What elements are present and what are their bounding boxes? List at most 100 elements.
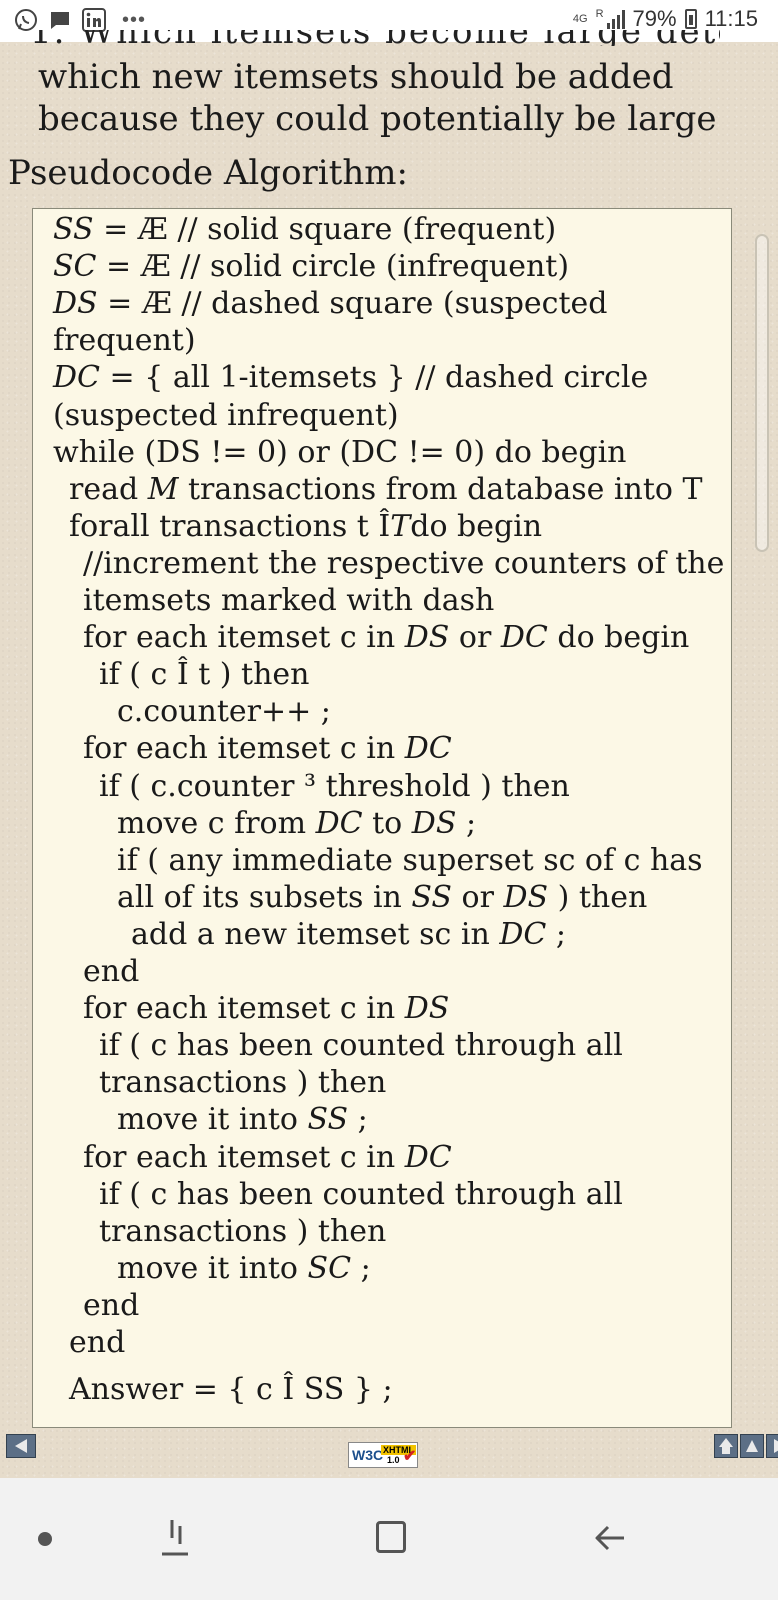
code-token: DS <box>411 805 457 841</box>
code-line: transactions ) then <box>99 1213 386 1250</box>
w3c-logo-text: W3C <box>352 1447 384 1463</box>
code-token: DC <box>500 620 548 656</box>
code-line: DS = Æ // dashed square (suspected <box>53 285 607 322</box>
code-line: move it into SS ; <box>117 1101 368 1138</box>
code-line: read M transactions from database into T <box>69 471 703 508</box>
code-token: end <box>83 1287 140 1323</box>
system-indicators: 4G R 79% 11:15 <box>573 6 758 32</box>
code-token: if ( any immediate superset sc of c has <box>117 842 703 878</box>
code-token: for each itemset c in <box>83 731 405 767</box>
code-token: for each itemset c in <box>83 991 405 1027</box>
xhtml-label: XHTML <box>381 1445 416 1455</box>
code-token: ; <box>456 805 477 841</box>
previous-page-button[interactable] <box>6 1434 36 1458</box>
code-token: = Æ // dashed square (suspected <box>97 286 608 322</box>
linkedin-icon <box>82 8 106 32</box>
dot-icon[interactable] <box>38 1532 52 1546</box>
code-token: SS <box>411 879 452 915</box>
section-heading: Pseudocode Algorithm: <box>8 153 408 193</box>
xhtml-version: 1.0 <box>387 1455 400 1465</box>
code-token: = { all 1-itemsets } // dashed circle <box>100 360 649 396</box>
code-token: while (DS != 0) or (DC != 0) do begin <box>53 434 627 470</box>
code-token: to <box>362 805 412 841</box>
more-notifications-icon: ••• <box>122 8 147 31</box>
battery-icon <box>684 9 697 29</box>
code-token: = Æ // solid square (frequent) <box>93 212 557 247</box>
status-bar: ••• 4G R 79% 11:15 <box>0 0 778 42</box>
code-token: do begin <box>547 620 690 656</box>
code-token: transactions ) then <box>99 1213 387 1249</box>
code-token: DS <box>53 286 98 322</box>
roaming-label: R <box>595 8 604 20</box>
up-button[interactable] <box>740 1434 764 1458</box>
scrollbar[interactable] <box>755 234 769 552</box>
intro-line: because they could potentially be large <box>38 99 717 139</box>
code-token: do begin <box>410 508 543 544</box>
network-label: 4G <box>572 12 588 25</box>
home-button[interactable] <box>714 1434 738 1458</box>
code-token: //increment the respective counters of t… <box>83 545 725 581</box>
clock: 11:15 <box>704 6 758 31</box>
code-token: DS <box>404 620 450 656</box>
code-line: SS = Æ // solid square (frequent) <box>53 211 556 248</box>
system-navigation-bar <box>0 1478 778 1600</box>
cut-off-text: 1. Which itemsets become large determine <box>30 30 720 46</box>
code-line: for each itemset c in DS <box>83 990 449 1027</box>
code-token: DS <box>404 991 450 1027</box>
code-line: (suspected infrequent) <box>53 397 399 434</box>
code-token: for each itemset c in <box>83 620 405 656</box>
w3c-xhtml-badge[interactable]: W3C XHTML 1.0 ✔ <box>348 1442 418 1468</box>
code-token: transactions ) then <box>99 1065 387 1101</box>
code-token: forall transactions t Î <box>69 508 391 544</box>
code-token: Answer = { c Î SS } ; <box>69 1372 393 1408</box>
code-line: end <box>83 953 139 990</box>
code-token: if ( c Î t ) then <box>99 657 310 693</box>
battery-percent: 79% <box>632 6 677 31</box>
code-line: end <box>69 1324 125 1361</box>
code-token: DC <box>499 916 547 952</box>
code-token: itemsets marked with dash <box>83 583 495 618</box>
code-token: ) then <box>548 879 648 915</box>
code-line: if ( c has been counted through all <box>99 1176 623 1213</box>
home-screen-icon[interactable] <box>376 1521 406 1553</box>
back-arrow-icon[interactable] <box>592 1520 628 1556</box>
code-line: SC = Æ // solid circle (infrequent) <box>53 248 569 285</box>
code-line: end <box>83 1287 139 1324</box>
code-token: if ( c has been counted through all <box>99 1028 623 1064</box>
code-token: if ( c has been counted through all <box>99 1176 623 1212</box>
code-token: add a new itemset sc in <box>131 916 500 952</box>
code-token: DC <box>53 360 101 396</box>
network-type: 4G <box>572 12 588 25</box>
code-line: frequent) <box>53 322 196 359</box>
code-token: c.counter++ ; <box>117 694 331 730</box>
code-line: for each itemset c in DC <box>83 730 452 767</box>
intro-text: which new itemsets should be added becau… <box>38 56 717 140</box>
notification-icons: ••• <box>14 8 146 32</box>
code-token: move it into <box>117 1250 308 1286</box>
code-line: all of its subsets in SS or DS ) then <box>117 879 647 916</box>
code-token: SS <box>53 212 94 247</box>
code-token: end <box>83 954 140 989</box>
next-page-button[interactable] <box>766 1434 778 1458</box>
code-token: DC <box>404 731 452 767</box>
code-line: while (DS != 0) or (DC != 0) do begin <box>53 434 627 471</box>
check-icon: ✔ <box>403 1448 417 1465</box>
code-token: DS <box>503 879 549 915</box>
code-token: ; <box>351 1250 371 1286</box>
recent-apps-icon[interactable] <box>158 1518 192 1558</box>
code-token: ; <box>348 1102 368 1138</box>
code-token: frequent) <box>53 323 196 359</box>
code-line: transactions ) then <box>99 1064 386 1101</box>
whatsapp-icon <box>15 9 37 31</box>
code-token: if ( c.counter ³ threshold ) then <box>99 768 570 804</box>
code-token: or <box>451 879 504 915</box>
message-icon <box>51 12 69 29</box>
code-line: forall transactions t ÎTdo begin <box>69 508 542 545</box>
code-line: for each itemset c in DS or DC do begin <box>83 619 689 656</box>
code-line: for each itemset c in DC <box>83 1139 452 1176</box>
code-token: read <box>69 471 148 507</box>
code-token: T <box>390 508 411 544</box>
code-token: = Æ // solid circle (infrequent) <box>96 249 570 285</box>
code-token: move it into <box>117 1102 308 1138</box>
code-line: move c from DC to DS ; <box>117 805 476 842</box>
